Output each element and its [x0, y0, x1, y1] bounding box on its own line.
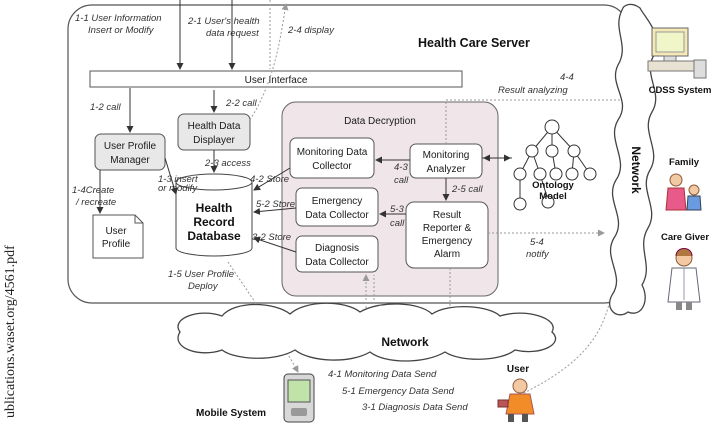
label-4-4-line1: 4-4 — [560, 72, 574, 83]
ontology-line1: Ontology — [532, 180, 574, 191]
label-5-1: 5-1 Emergency Data Send — [342, 386, 455, 397]
label-3-1: 3-1 Diagnosis Data Send — [362, 402, 468, 413]
family-icon — [665, 173, 702, 211]
right-network-label: Network — [629, 146, 643, 194]
user-profile-manager-line2: Manager — [110, 155, 150, 166]
label-2-5: 2-5 call — [451, 184, 484, 195]
computer-icon — [647, 27, 707, 79]
bottom-network-label: Network — [381, 335, 429, 349]
label-4-1: 4-1 Monitoring Data Send — [328, 369, 437, 380]
label-2-1-line2: data request — [206, 28, 259, 39]
label-4-2: 4-2 Store — [250, 174, 289, 185]
health-data-displayer-line1: Health Data — [188, 121, 241, 132]
label-1-1-line2: Insert or Modify — [88, 25, 155, 36]
user-label: User — [507, 364, 529, 375]
care-giver-icon — [667, 248, 701, 310]
health-data-displayer-line2: Displayer — [193, 135, 235, 146]
label-5-3-line1: 5-3 — [390, 204, 404, 215]
label-1-2: 1-2 call — [90, 102, 122, 113]
label-4-3-line2: call — [394, 175, 409, 186]
result-reporter-line2: Reporter & — [423, 223, 472, 234]
ontology-line2: Model — [539, 191, 566, 202]
care-giver-label: Care Giver — [661, 232, 709, 243]
label-2-3: 2-3 access — [204, 158, 251, 169]
cdss-label: CDSS System — [649, 85, 712, 96]
database-line2: Record — [193, 215, 234, 229]
result-reporter-line4: Alarm — [434, 249, 460, 260]
user-profile-manager-line1: User Profile — [104, 141, 157, 152]
label-2-4: 2-4 display — [287, 25, 335, 36]
label-4-4-line2: Result analyzing — [498, 85, 568, 96]
label-5-4-line2: notify — [526, 249, 550, 260]
label-5-3-line2: call — [390, 218, 405, 229]
label-1-5-line1: 1-5 User Profile — [168, 269, 234, 280]
user-profile-manager-box — [94, 133, 166, 171]
result-reporter-box — [405, 201, 489, 269]
label-4-3-line1: 4-3 — [394, 162, 408, 173]
label-1-4-line2: / recreate — [75, 197, 116, 208]
mobile-system-label: Mobile System — [196, 408, 266, 419]
user-interface-box — [89, 70, 463, 88]
label-3-2: 3-2 Store — [252, 232, 291, 243]
user-interface-label: User Interface — [245, 75, 308, 86]
label-1-1-line1: 1-1 User Information — [75, 13, 162, 24]
database-line3: Database — [187, 229, 241, 243]
label-2-2: 2-2 call — [225, 98, 258, 109]
monitoring-data-collector-box — [289, 137, 375, 179]
emergency-data-collector-box — [295, 187, 379, 227]
user-person-icon — [497, 378, 535, 422]
user-profile-document — [92, 214, 144, 259]
emergency-collector-line1: Emergency — [312, 196, 363, 207]
server-title: Health Care Server — [418, 36, 530, 50]
label-5-4-line1: 5-4 — [530, 237, 544, 248]
bottom-network-cloud — [177, 302, 557, 362]
result-reporter-line1: Result — [433, 210, 462, 221]
label-1-5-line2: Deploy — [188, 281, 219, 292]
diagnosis-data-collector-box — [295, 235, 379, 273]
emergency-collector-line2: Data Collector — [305, 210, 369, 221]
label-2-1-line1: 2-1 User's health — [187, 16, 260, 27]
ontology-model-tree — [513, 119, 597, 211]
result-reporter-line3: Emergency — [422, 236, 473, 247]
label-1-3-line1: 1-3 insert — [158, 174, 198, 185]
data-decryption-title: Data Decryption — [344, 116, 416, 127]
monitoring-collector-line1: Monitoring Data — [297, 147, 368, 158]
label-1-3-line2: or modify — [158, 183, 198, 194]
mobile-device-icon — [283, 373, 315, 423]
database-line1: Health — [196, 201, 233, 215]
monitoring-analyzer-line2: Analyzer — [427, 164, 467, 175]
diagnosis-collector-line1: Diagnosis — [315, 243, 359, 254]
monitoring-analyzer-line1: Monitoring — [423, 150, 470, 161]
family-label: Family — [669, 157, 700, 168]
user-profile-line1: User — [105, 226, 127, 237]
user-profile-line2: Profile — [102, 239, 131, 250]
monitoring-collector-line2: Collector — [312, 161, 352, 172]
label-5-2: 5-2 Store — [256, 199, 295, 210]
health-record-database: Health Record Database — [175, 173, 253, 257]
label-1-4-line1: 1-4Create — [72, 185, 114, 196]
diagnosis-collector-line2: Data Collector — [305, 257, 369, 268]
